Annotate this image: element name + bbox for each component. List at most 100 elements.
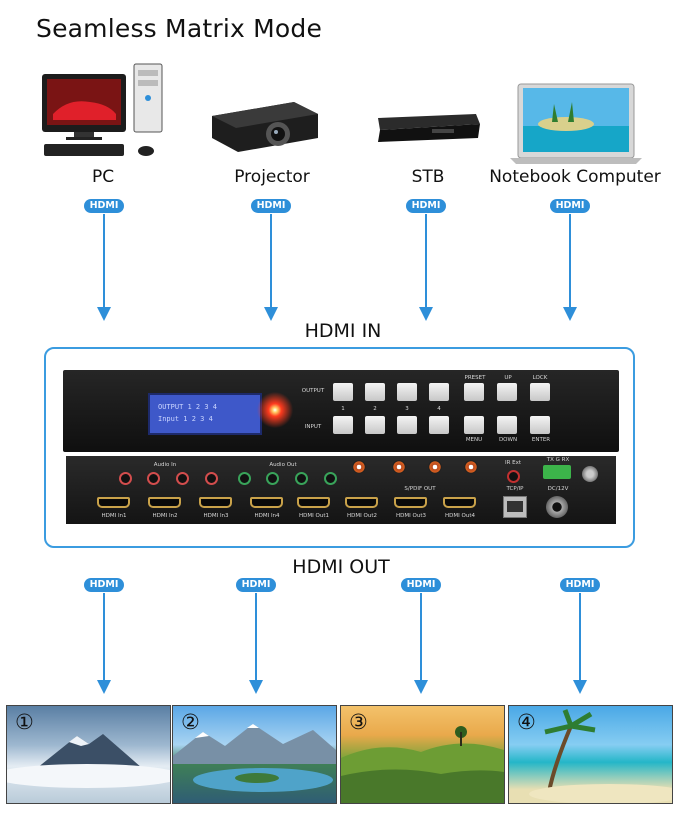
audio-out-jack-4[interactable] [324,472,337,485]
arrow-line-in-2 [270,214,272,308]
hdmi-badge-in-4: HDMI [550,199,590,213]
output-display-1: ① [6,705,171,804]
ir-ext-label: IR Ext [504,460,522,466]
input-button-3[interactable] [397,416,417,434]
preset-label: PRESET [464,375,486,381]
hdmi-out-port-4[interactable] [443,497,476,508]
output-display-4: ④ [508,705,673,804]
hdmi-port-label: HDMI Out2 [347,513,377,519]
source-label-pc: PC [91,167,115,187]
hdmi-in-port-4[interactable] [250,497,283,508]
lock-button[interactable] [530,383,550,401]
ethernet-port-icon[interactable] [503,496,527,518]
serial-pins-label: TX G RX [546,457,570,463]
laptop-icon [508,82,648,166]
input-row-label: INPUT [304,424,322,430]
spdif-out-3[interactable] [428,460,442,474]
display-number-4: ④ [517,710,536,734]
down-label: DOWN [498,437,518,443]
hdmi-in-label: HDMI IN [304,320,382,342]
device-frame [44,347,635,548]
input-button-1[interactable] [333,416,353,434]
arrow-down-icon [573,680,587,694]
display-number-3: ③ [349,710,368,734]
hdmi-out-port-3[interactable] [394,497,427,508]
arrow-line-in-3 [425,214,427,308]
audio-out-jack-2[interactable] [266,472,279,485]
arrow-line-out-2 [255,593,257,681]
projector-icon [208,98,322,156]
desktop-pc-icon [38,62,168,162]
source-label-projector: Projector [234,167,310,187]
dc-power-jack[interactable] [546,496,568,518]
arrow-line-out-4 [579,593,581,681]
hdmi-out-port-1[interactable] [297,497,330,508]
arrow-line-in-1 [103,214,105,308]
hdmi-port-label: HDMI In3 [203,513,229,519]
audio-in-jack-3[interactable] [176,472,189,485]
input-button-4[interactable] [429,416,449,434]
display-number-1: ① [15,710,34,734]
output-row-label: OUTPUT [301,388,325,394]
ir-ext-jack[interactable] [507,470,520,483]
display-number-2: ② [181,710,200,734]
enter-button[interactable] [530,416,550,434]
page-title: Seamless Matrix Mode [36,14,323,43]
audio-in-label: Audio In [153,462,177,468]
output-button-4[interactable] [429,383,449,401]
lock-label: LOCK [532,375,548,381]
lcd-display: OUTPUT 1 2 3 4 Input 1 2 3 4 [148,393,262,435]
arrow-line-out-3 [420,593,422,681]
arrow-down-icon [414,680,428,694]
output-button-3[interactable] [397,383,417,401]
laser-flare-icon [252,392,298,428]
hdmi-out-label: HDMI OUT [292,556,390,578]
preset-button[interactable] [464,383,484,401]
button-number: 2 [373,406,377,412]
up-button[interactable] [497,383,517,401]
audio-out-jack-1[interactable] [238,472,251,485]
spdif-out-4[interactable] [464,460,478,474]
lcd-line-2: Input 1 2 3 4 [158,415,213,423]
down-button[interactable] [497,416,517,434]
output-button-2[interactable] [365,383,385,401]
hdmi-port-label: HDMI Out1 [299,513,329,519]
menu-label: MENU [465,437,483,443]
hdmi-port-label: HDMI In2 [152,513,178,519]
audio-in-jack-4[interactable] [205,472,218,485]
hdmi-in-port-1[interactable] [97,497,130,508]
button-number: 3 [405,406,409,412]
hdmi-badge-out-2: HDMI [236,578,276,592]
menu-button[interactable] [464,416,484,434]
dc-power-label: DC/12V [547,486,569,492]
hdmi-badge-out-3: HDMI [401,578,441,592]
arrow-down-icon [264,307,278,321]
audio-in-jack-1[interactable] [119,472,132,485]
hdmi-badge-in-3: HDMI [406,199,446,213]
enter-label: ENTER [531,437,551,443]
hdmi-badge-out-1: HDMI [84,578,124,592]
hdmi-port-label: HDMI Out4 [445,513,475,519]
audio-in-jack-2[interactable] [147,472,160,485]
spdif-out-1[interactable] [352,460,366,474]
hdmi-in-port-3[interactable] [199,497,232,508]
hdmi-badge-in-1: HDMI [84,199,124,213]
serial-terminal-block[interactable] [543,465,571,479]
hdmi-out-port-2[interactable] [345,497,378,508]
input-button-2[interactable] [365,416,385,434]
hdmi-in-port-2[interactable] [148,497,181,508]
arrow-line-out-1 [103,593,105,681]
arrow-down-icon [97,680,111,694]
audio-out-label: Audio Out [269,462,297,468]
up-label: UP [504,375,512,381]
spdif-out-2[interactable] [392,460,406,474]
hdmi-port-label: HDMI In4 [254,513,280,519]
audio-out-jack-3[interactable] [295,472,308,485]
source-label-stb: STB [411,167,445,187]
output-button-1[interactable] [333,383,353,401]
output-display-2: ② [172,705,337,804]
arrow-down-icon [563,307,577,321]
ground-screw-icon [582,466,598,482]
arrow-down-icon [249,680,263,694]
spdif-out-label: S/PDIF OUT [404,486,436,492]
